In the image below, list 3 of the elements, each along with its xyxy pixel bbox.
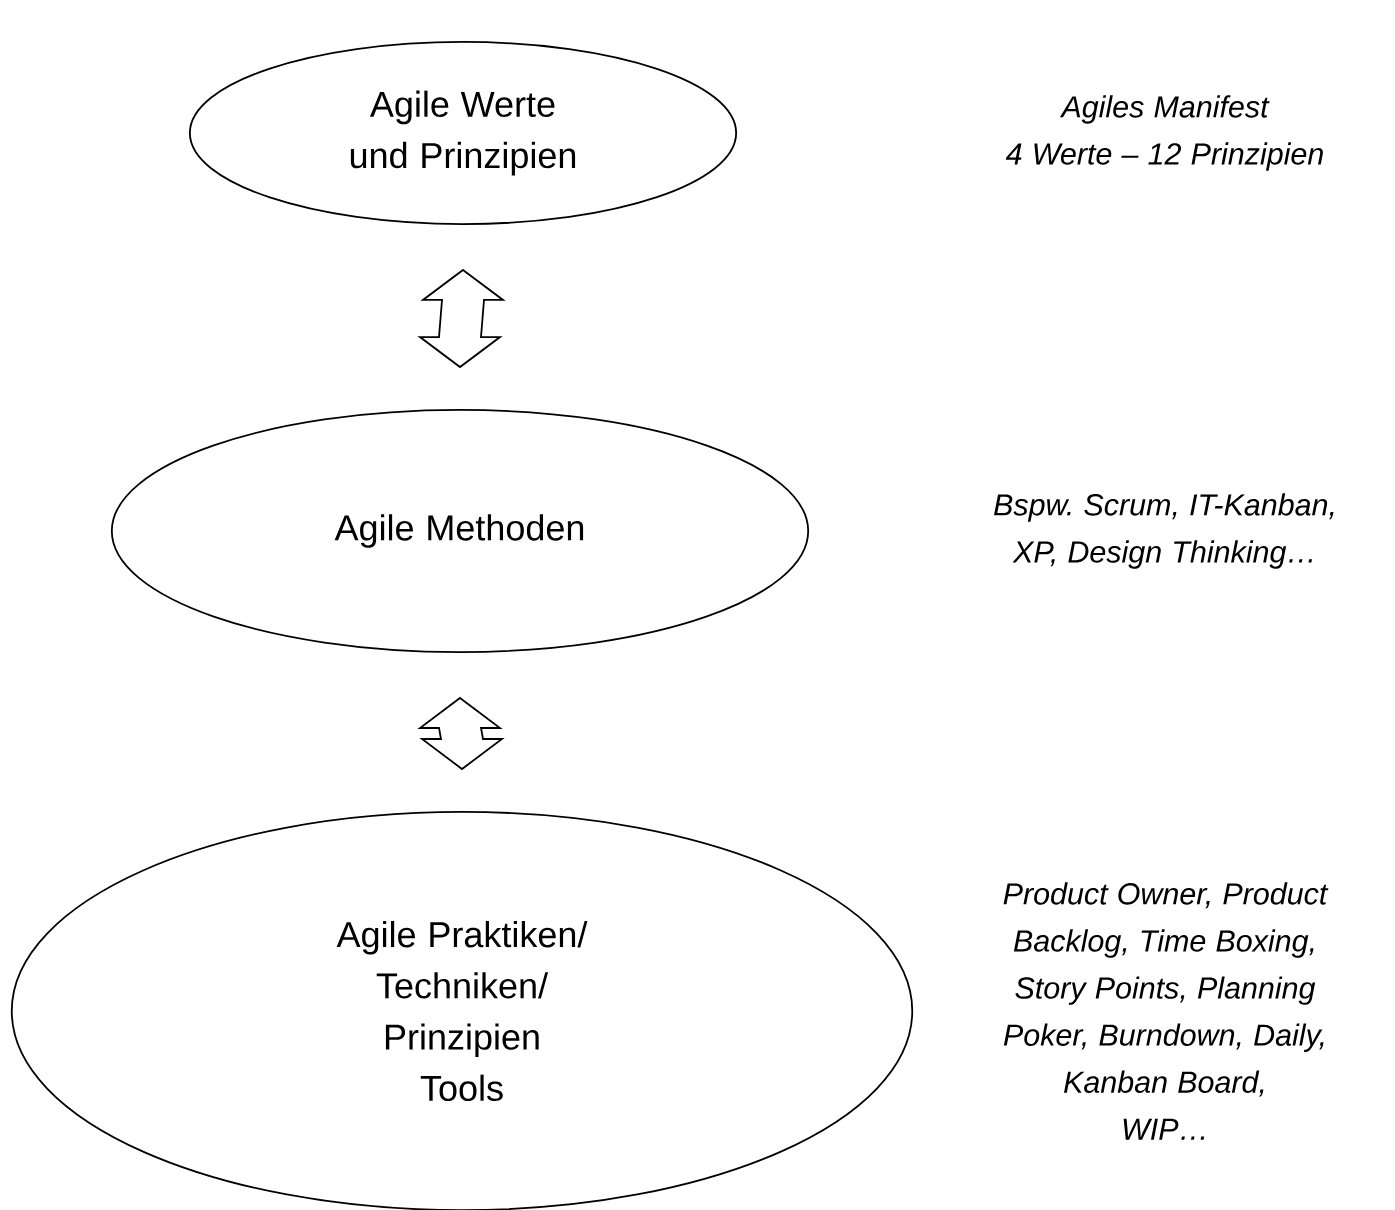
annotation-text: Bspw. Scrum, IT-Kanban, XP, Design Thinking… <box>994 493 1334 569</box>
annotation-text: Agiles Manifest 4 Werte – 12 Prinzipien <box>1005 95 1323 171</box>
annotation-text: Product Owner, Product Backlog, Time Boxing, Story Points, Planning Poker, Burndown, Daily, Kanban Board, WIP… <box>1003 882 1329 1140</box>
